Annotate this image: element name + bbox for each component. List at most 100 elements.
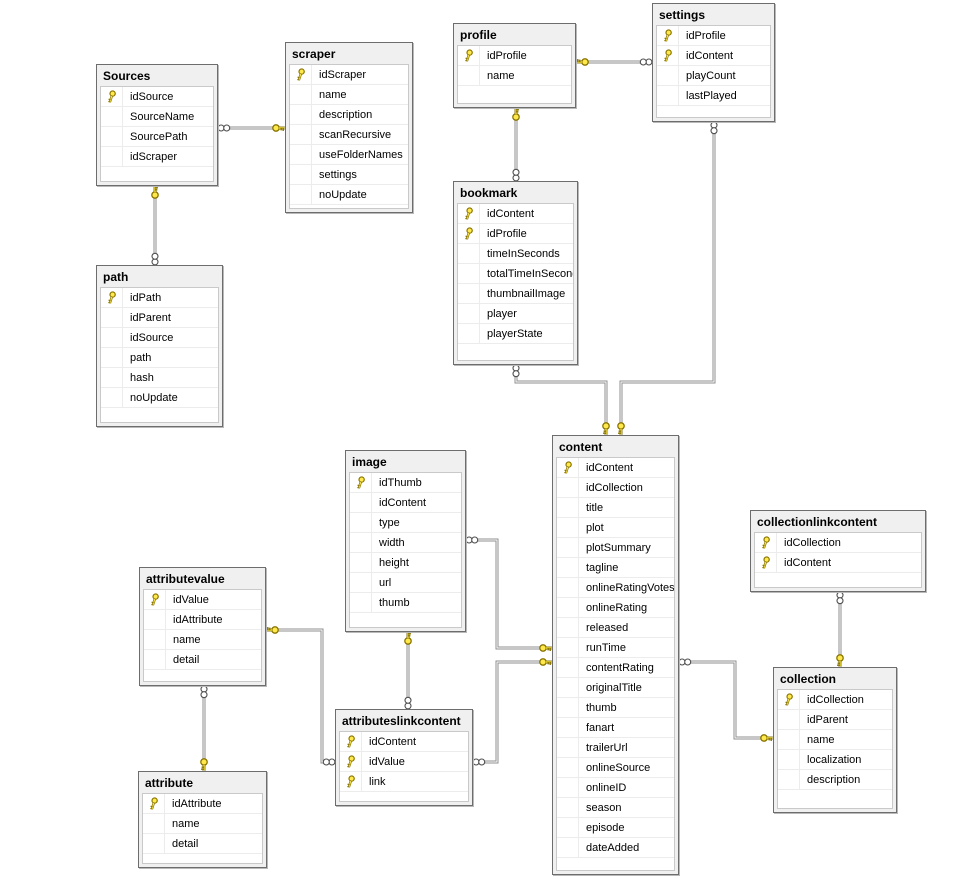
field-row-bookmark-thumbnailImage[interactable]: thumbnailImage [458, 284, 573, 304]
field-row-bookmark-idContent[interactable]: idContent [458, 204, 573, 224]
field-row-image-type[interactable]: type [350, 513, 461, 533]
field-row-profile-name[interactable]: name [458, 66, 571, 86]
field-row-content-plot[interactable]: plot [557, 518, 674, 538]
table-title-path[interactable]: path [103, 270, 129, 284]
relationship-content-settings[interactable] [617, 121, 718, 435]
field-row-collectionlinkcontent-idCollection[interactable]: idCollection [755, 533, 921, 553]
relationship-attribute-attributevalue[interactable] [200, 685, 208, 771]
field-row-image-idContent[interactable]: idContent [350, 493, 461, 513]
field-row-content-episode[interactable]: episode [557, 818, 674, 838]
field-row-content-originalTitle[interactable]: originalTitle [557, 678, 674, 698]
field-row-settings-idProfile[interactable]: idProfile [657, 26, 770, 46]
table-title-bookmark[interactable]: bookmark [460, 186, 518, 200]
relationship-collection-collectionlinkcontent[interactable] [836, 591, 844, 667]
relationship-scraper-sources[interactable] [217, 124, 285, 132]
field-row-collection-localization[interactable]: localization [778, 750, 892, 770]
field-row-bookmark-totalTimeInSeconds[interactable]: totalTimeInSeconds [458, 264, 573, 284]
relationship-profile-bookmark[interactable] [512, 108, 520, 182]
field-row-attributevalue-idValue[interactable]: idValue [144, 590, 261, 610]
field-row-attributevalue-idAttribute[interactable]: idAttribute [144, 610, 261, 630]
field-row-content-onlineRating[interactable]: onlineRating [557, 598, 674, 618]
field-row-scraper-settings[interactable]: settings [290, 165, 408, 185]
relationship-image-attributeslinkcontent[interactable] [404, 632, 412, 710]
field-row-profile-idProfile[interactable]: idProfile [458, 46, 571, 66]
field-row-scraper-idScraper[interactable]: idScraper [290, 65, 408, 85]
field-row-scraper-description[interactable]: description [290, 105, 408, 125]
field-row-path-noUpdate[interactable]: noUpdate [101, 388, 218, 408]
field-row-collection-idCollection[interactable]: idCollection [778, 690, 892, 710]
field-row-scraper-name[interactable]: name [290, 85, 408, 105]
field-row-content-contentRating[interactable]: contentRating [557, 658, 674, 678]
field-row-collection-idParent[interactable]: idParent [778, 710, 892, 730]
field-row-content-runTime[interactable]: runTime [557, 638, 674, 658]
field-row-attributevalue-name[interactable]: name [144, 630, 261, 650]
field-row-image-height[interactable]: height [350, 553, 461, 573]
field-row-attributeslinkcontent-link[interactable]: link [340, 772, 468, 792]
table-title-content[interactable]: content [559, 440, 603, 454]
field-row-collectionlinkcontent-idContent[interactable]: idContent [755, 553, 921, 573]
field-row-collection-description[interactable]: description [778, 770, 892, 790]
field-row-attributevalue-detail[interactable]: detail [144, 650, 261, 670]
field-row-content-idContent[interactable]: idContent [557, 458, 674, 478]
field-row-content-thumb[interactable]: thumb [557, 698, 674, 718]
field-row-bookmark-player[interactable]: player [458, 304, 573, 324]
table-title-scraper[interactable]: scraper [292, 47, 336, 61]
field-row-content-onlineRatingVotes[interactable]: onlineRatingVotes [557, 578, 674, 598]
field-row-content-trailerUrl[interactable]: trailerUrl [557, 738, 674, 758]
field-row-path-idPath[interactable]: idPath [101, 288, 218, 308]
field-row-content-released[interactable]: released [557, 618, 674, 638]
field-row-attribute-detail[interactable]: detail [143, 834, 262, 854]
field-row-content-season[interactable]: season [557, 798, 674, 818]
field-row-sources-SourcePath[interactable]: SourcePath [101, 127, 213, 147]
relationship-content-image[interactable] [465, 536, 552, 652]
field-row-bookmark-timeInSeconds[interactable]: timeInSeconds [458, 244, 573, 264]
field-row-content-idCollection[interactable]: idCollection [557, 478, 674, 498]
field-row-scraper-scanRecursive[interactable]: scanRecursive [290, 125, 408, 145]
field-row-content-dateAdded[interactable]: dateAdded [557, 838, 674, 858]
relationship-collection-content[interactable] [678, 658, 773, 742]
field-row-path-hash[interactable]: hash [101, 368, 218, 388]
field-row-sources-idScraper[interactable]: idScraper [101, 147, 213, 167]
field-row-attributeslinkcontent-idContent[interactable]: idContent [340, 732, 468, 752]
field-row-content-plotSummary[interactable]: plotSummary [557, 538, 674, 558]
field-row-path-idSource[interactable]: idSource [101, 328, 218, 348]
field-row-content-fanart[interactable]: fanart [557, 718, 674, 738]
table-title-image[interactable]: image [352, 455, 387, 469]
field-row-sources-idSource[interactable]: idSource [101, 87, 213, 107]
field-row-content-onlineSource[interactable]: onlineSource [557, 758, 674, 778]
field-row-content-tagline[interactable]: tagline [557, 558, 674, 578]
table-title-attribute[interactable]: attribute [145, 776, 193, 790]
field-row-content-onlineID[interactable]: onlineID [557, 778, 674, 798]
field-row-bookmark-playerState[interactable]: playerState [458, 324, 573, 344]
field-row-attribute-idAttribute[interactable]: idAttribute [143, 794, 262, 814]
field-row-attribute-name[interactable]: name [143, 814, 262, 834]
table-title-sources[interactable]: Sources [103, 69, 151, 83]
field-row-path-idParent[interactable]: idParent [101, 308, 218, 328]
field-row-settings-idContent[interactable]: idContent [657, 46, 770, 66]
field-row-path-path[interactable]: path [101, 348, 218, 368]
relationship-attributevalue-attributeslinkcontent[interactable] [266, 626, 336, 766]
field-row-attributeslinkcontent-idValue[interactable]: idValue [340, 752, 468, 772]
table-title-attributevalue[interactable]: attributevalue [146, 572, 225, 586]
field-row-sources-SourceName[interactable]: SourceName [101, 107, 213, 127]
table-title-collection[interactable]: collection [780, 672, 837, 686]
field-row-image-idThumb[interactable]: idThumb [350, 473, 461, 493]
table-title-attributeslinkcontent[interactable]: attributeslinkcontent [342, 714, 461, 728]
field-row-bookmark-idProfile[interactable]: idProfile [458, 224, 573, 244]
table-title-settings[interactable]: settings [659, 8, 706, 22]
relationship-content-bookmark[interactable] [512, 364, 610, 435]
table-title-profile[interactable]: profile [460, 28, 497, 42]
relationship-profile-settings[interactable] [576, 58, 653, 66]
